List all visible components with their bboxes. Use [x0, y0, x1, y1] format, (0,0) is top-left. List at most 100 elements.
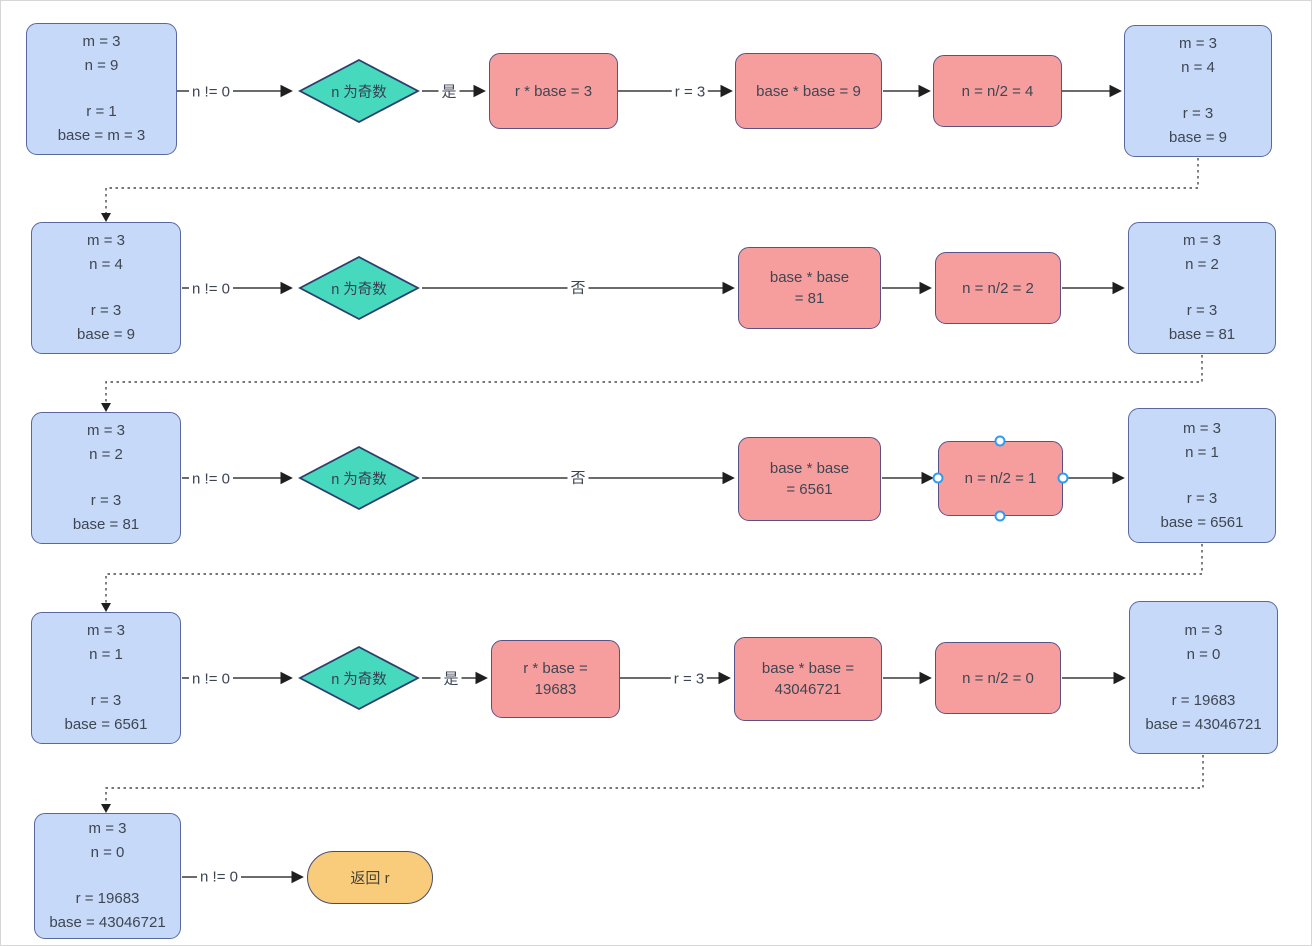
op-node-square-row4[interactable]: base * base = 43046721: [734, 637, 882, 721]
op-node-halve-row1[interactable]: n = n/2 = 4: [933, 55, 1062, 127]
state-line: r = 3: [90, 692, 122, 709]
state-line: r = 3: [90, 492, 122, 509]
op-line: n = n/2 = 1: [964, 470, 1037, 487]
state-node-row4-start[interactable]: m = 3 n = 1 r = 3 base = 6561: [31, 612, 181, 744]
diamond-shape: [298, 58, 420, 124]
edge-label-yes-row1[interactable]: 是: [438, 80, 460, 102]
state-line: m = 3: [82, 33, 121, 50]
state-line: r = 3: [90, 302, 122, 319]
state-line: base = 6561: [1160, 513, 1244, 531]
edge-label-condition-row4[interactable]: n != 0: [189, 670, 233, 688]
state-node-row1-end[interactable]: m = 3 n = 4 r = 3 base = 9: [1124, 25, 1272, 157]
state-node-row2-start[interactable]: m = 3 n = 4 r = 3 base = 9: [31, 222, 181, 354]
op-node-multiply-r-row1[interactable]: r * base = 3: [489, 53, 618, 129]
edge-label-condition-row2[interactable]: n != 0: [189, 280, 233, 298]
op-line: n = n/2 = 0: [962, 669, 1034, 687]
op-line: r * base =: [523, 660, 588, 677]
state-line: r = 3: [1182, 105, 1214, 122]
op-node-halve-row3-selected[interactable]: n = n/2 = 1: [938, 441, 1063, 516]
loop-connector: [105, 158, 1199, 214]
state-node-row3-start[interactable]: m = 3 n = 2 r = 3 base = 81: [31, 412, 181, 544]
state-line: m = 3: [87, 232, 125, 249]
state-line: r = 3: [1186, 489, 1218, 507]
diamond-shape: [298, 645, 420, 711]
op-node-halve-row4[interactable]: n = n/2 = 0: [935, 642, 1061, 714]
selection-handle-bottom[interactable]: [994, 510, 1006, 522]
decision-label: n 为奇数: [331, 471, 387, 488]
state-line: m = 3: [87, 422, 125, 439]
state-node-row4-end[interactable]: m = 3 n = 0 r = 19683 base = 43046721: [1129, 601, 1278, 754]
op-line: = 81: [794, 290, 825, 307]
edge-label-no-row3[interactable]: 否: [567, 466, 589, 488]
decision-node-row3[interactable]: n 为奇数: [297, 445, 421, 511]
state-line: m = 3: [1183, 419, 1221, 437]
state-line: n = 2: [89, 446, 123, 463]
down-arrowhead: [101, 603, 111, 612]
state-line: base = 9: [77, 326, 135, 343]
edge-label-no-row2[interactable]: 否: [567, 276, 589, 298]
down-arrowhead: [101, 403, 111, 412]
op-line: base * base = 9: [756, 82, 861, 100]
op-node-square-row2[interactable]: base * base = 81: [738, 247, 881, 329]
state-line: n = 4: [89, 256, 123, 273]
decision-node-row2[interactable]: n 为奇数: [297, 255, 421, 321]
state-line: m = 3: [87, 622, 125, 639]
op-line: 43046721: [774, 681, 842, 698]
op-node-multiply-r-row4[interactable]: r * base = 19683: [491, 640, 620, 718]
state-line: m = 3: [1183, 232, 1221, 249]
state-line: n = 1: [89, 646, 123, 663]
op-line: r * base = 3: [514, 82, 593, 100]
state-line: base = m = 3: [57, 127, 146, 144]
op-line: = 6561: [786, 481, 833, 498]
state-line: base = 43046721: [1145, 715, 1262, 733]
selection-handle-top[interactable]: [994, 435, 1006, 447]
selection-handle-left[interactable]: [932, 472, 944, 484]
op-node-square-row1[interactable]: base * base = 9: [735, 53, 882, 129]
loop-connector: [105, 544, 1203, 604]
state-line: n = 4: [1181, 59, 1215, 76]
state-line: base = 6561: [64, 716, 148, 733]
loop-connector: [105, 355, 1203, 404]
state-line: base = 9: [1169, 129, 1227, 146]
state-line: r = 19683: [75, 890, 140, 907]
decision-node-row4[interactable]: n 为奇数: [297, 645, 421, 711]
state-node-row5-start[interactable]: m = 3 n = 0 r = 19683 base = 43046721: [34, 813, 181, 939]
op-node-square-row3[interactable]: base * base = 6561: [738, 437, 881, 521]
diamond-shape: [298, 445, 420, 511]
return-node[interactable]: 返回 r: [307, 851, 433, 904]
selection-handle-right[interactable]: [1057, 472, 1069, 484]
state-node-row1-start[interactable]: m = 3 n = 9 r = 1 base = m = 3: [26, 23, 177, 155]
decision-label: n 为奇数: [331, 84, 387, 101]
edge-label-condition-row5[interactable]: n != 0: [197, 868, 241, 886]
edge-label-condition-row1[interactable]: n != 0: [189, 83, 233, 101]
edge-label-condition-row3[interactable]: n != 0: [189, 470, 233, 488]
decision-label: n 为奇数: [331, 281, 387, 298]
op-line: n = n/2 = 2: [962, 279, 1034, 297]
state-line: m = 3: [1184, 621, 1223, 639]
op-line: base * base: [769, 269, 850, 286]
diamond-shape: [298, 255, 420, 321]
edge-label-yes-row4[interactable]: 是: [440, 667, 462, 689]
down-arrowhead: [101, 213, 111, 222]
state-node-row2-end[interactable]: m = 3 n = 2 r = 3 base = 81: [1128, 222, 1276, 354]
state-line: m = 3: [88, 820, 127, 837]
state-line: base = 81: [1168, 326, 1236, 343]
loop-connector: [105, 755, 1204, 805]
state-line: n = 0: [1186, 645, 1221, 663]
state-line: n = 2: [1185, 256, 1219, 273]
op-node-halve-row2[interactable]: n = n/2 = 2: [935, 252, 1061, 324]
decision-node-row1[interactable]: n 为奇数: [297, 58, 421, 124]
edge-label-r-row4[interactable]: r = 3: [670, 670, 708, 688]
state-line: n = 0: [90, 844, 125, 861]
state-line: base = 43046721: [49, 914, 166, 931]
decision-label: n 为奇数: [331, 671, 387, 688]
return-label: 返回 r: [350, 870, 390, 887]
state-line: r = 19683: [1171, 691, 1236, 709]
state-line: n = 1: [1185, 443, 1219, 461]
state-line: base = 81: [72, 516, 140, 533]
op-line: 19683: [534, 681, 577, 698]
state-node-row3-end[interactable]: m = 3 n = 1 r = 3 base = 6561: [1128, 408, 1276, 543]
down-arrowhead: [101, 804, 111, 813]
edge-label-r-row1[interactable]: r = 3: [671, 83, 709, 101]
